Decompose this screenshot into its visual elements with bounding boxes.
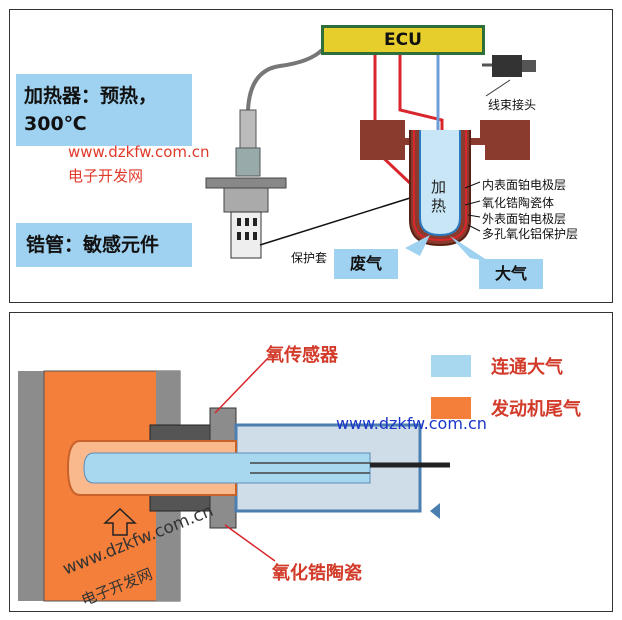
ecu-label: ECU bbox=[384, 30, 422, 50]
watermark-url-blue: www.dzkfw.com.cn bbox=[336, 414, 487, 433]
sensor-cable bbox=[246, 48, 324, 111]
heating-char-2: 热 bbox=[431, 197, 447, 215]
exhaust-flow-arrow-icon bbox=[103, 507, 137, 536]
legend-label-air: 连通大气 bbox=[491, 357, 563, 378]
legend-item-air: 连通大气 bbox=[431, 351, 581, 381]
exhaust-callout: 废气 bbox=[334, 249, 398, 279]
legend-item-exhaust: 发动机尾气 bbox=[431, 393, 581, 423]
legend-swatch-air bbox=[431, 355, 471, 377]
legend-swatch-exhaust bbox=[431, 397, 471, 419]
atmosphere-callout: 大气 bbox=[479, 259, 543, 289]
sensor-flange bbox=[205, 177, 287, 189]
legend: 连通大气 发动机尾气 bbox=[431, 351, 581, 423]
oxygen-sensor-label: 氧传感器 bbox=[266, 345, 338, 366]
ecu-box: ECU bbox=[321, 25, 485, 55]
harness-connector-label: 线束接头 bbox=[488, 98, 537, 112]
zirconia-callout-text: 锆管：敏感元件 bbox=[26, 234, 160, 256]
watermark-url: www.dzkfw.com.cn bbox=[68, 143, 210, 161]
zirconia-ceramic-label: 氧化锆陶瓷 bbox=[272, 563, 362, 584]
harness-connector-icon bbox=[492, 55, 522, 77]
watermark-cn: 电子开发网 bbox=[68, 167, 144, 185]
exhaust-wall-left bbox=[18, 371, 44, 601]
atmosphere-label: 大气 bbox=[494, 264, 527, 283]
sleeve-arrow bbox=[259, 197, 411, 246]
sensor-neck bbox=[239, 109, 257, 149]
legend-label-exhaust: 发动机尾气 bbox=[491, 399, 581, 420]
layer-outer-electrode: 外表面铂电极层 bbox=[482, 212, 567, 226]
heating-char-1: 加 bbox=[431, 178, 447, 196]
exhaust-label: 废气 bbox=[349, 254, 382, 273]
top-diagram-drawing bbox=[205, 48, 536, 262]
top-diagram-panel: ECU 加热器：预热， 300℃ www.dzkfw.com.cn 电子开发网 … bbox=[9, 9, 613, 303]
bottom-diagram-drawing bbox=[18, 357, 450, 602]
heater-callout-line1: 加热器：预热， bbox=[24, 85, 158, 107]
heater-callout-line2: 300℃ bbox=[24, 113, 87, 135]
layer-alumina-protection: 多孔氧化铝保护层 bbox=[482, 227, 579, 241]
ecu-wire-red-left bbox=[373, 52, 414, 187]
zirconia-callout: 锆管：敏感元件 bbox=[16, 223, 192, 267]
heater-callout: 加热器：预热， 300℃ bbox=[16, 74, 192, 146]
protective-sleeve-label: 保护套 bbox=[291, 251, 328, 265]
air-flow-arrow-icon bbox=[430, 503, 440, 519]
layer-zirconia-body: 氧化锆陶瓷体 bbox=[482, 196, 555, 210]
bottom-diagram-panel: 氧传感器 氧化锆陶瓷 连通大气 发动机尾气 www.dzkfw.com.cn w… bbox=[9, 312, 613, 612]
layer-inner-electrode: 内表面铂电极层 bbox=[482, 178, 567, 192]
inner-electrode bbox=[419, 130, 461, 237]
air-reference-channel bbox=[83, 452, 371, 484]
heating-text: 加 热 bbox=[431, 178, 446, 216]
